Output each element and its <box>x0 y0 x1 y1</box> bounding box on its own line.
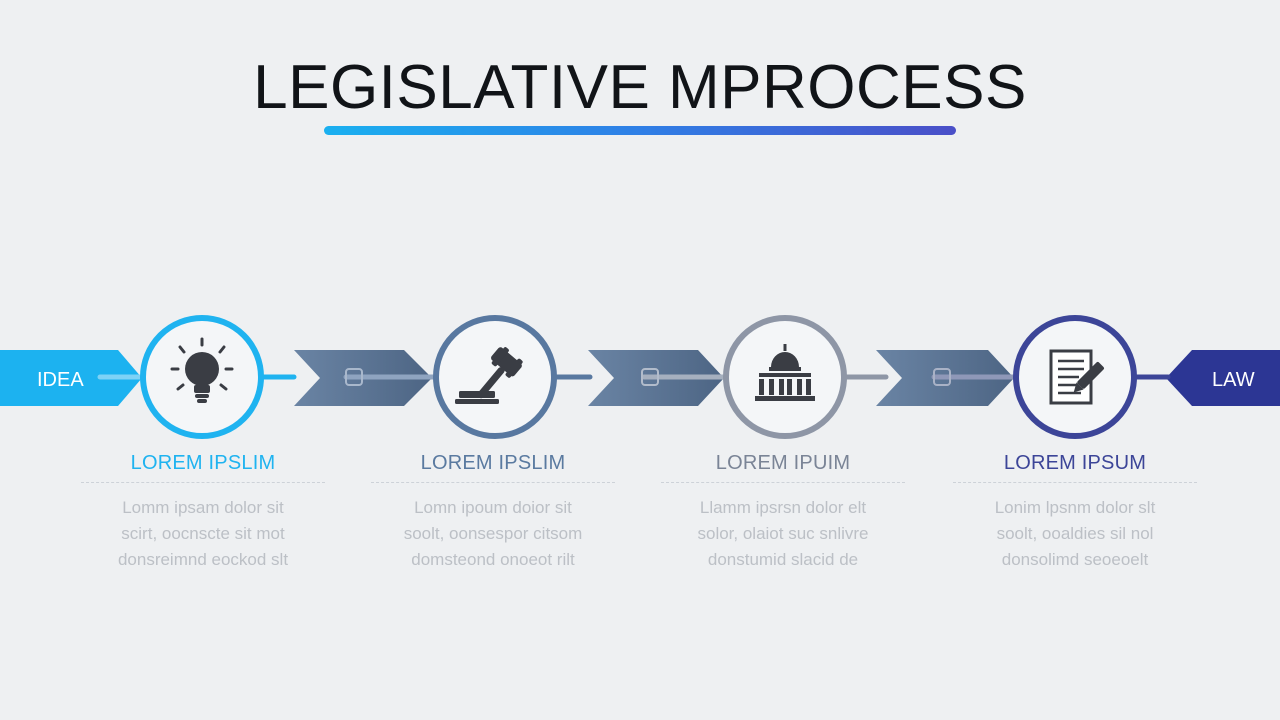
end-arrow <box>1166 350 1280 406</box>
step-heading: LOREM IPUIM <box>661 452 905 483</box>
connector-pill-2 <box>641 368 659 386</box>
step-heading: LOREM IPSLIM <box>81 452 325 483</box>
lightbulb-icon <box>170 337 234 403</box>
title-underline <box>324 126 956 135</box>
step-4: LOREM IPSUM Lonim lpsnm dolor slt soolt,… <box>953 452 1197 573</box>
start-label: IDEA <box>37 369 84 391</box>
start-arrow <box>0 350 142 406</box>
end-label: LAW <box>1212 369 1255 391</box>
step-description: Llamm ipsrsn dolor elt solor, olaiot suc… <box>697 498 869 569</box>
step-description: Lomn ipoum doior sit soolt, oonsespor ci… <box>403 498 583 569</box>
document-signing-icon <box>1049 349 1104 405</box>
step-heading: LOREM IPSUM <box>953 452 1197 483</box>
step-1: LOREM IPSLIM Lomm ipsam dolor sit scirt,… <box>81 452 325 573</box>
step-3: LOREM IPUIM Llamm ipsrsn dolor elt solor… <box>661 452 905 573</box>
page-title: LEGISLATIVE MPROCESS <box>253 53 1027 122</box>
step-description: Lonim lpsnm dolor slt soolt, ooaldies si… <box>994 498 1156 569</box>
step-heading: LOREM IPSLIM <box>371 452 615 483</box>
gavel-icon <box>455 347 523 404</box>
step-description: Lomm ipsam dolor sit scirt, oocnscte sit… <box>117 498 289 569</box>
connector-pill-1 <box>345 368 363 386</box>
step-2: LOREM IPSLIM Lomn ipoum doior sit soolt,… <box>371 452 615 573</box>
capitol-building-icon <box>755 344 815 401</box>
connector-pill-3 <box>933 368 951 386</box>
